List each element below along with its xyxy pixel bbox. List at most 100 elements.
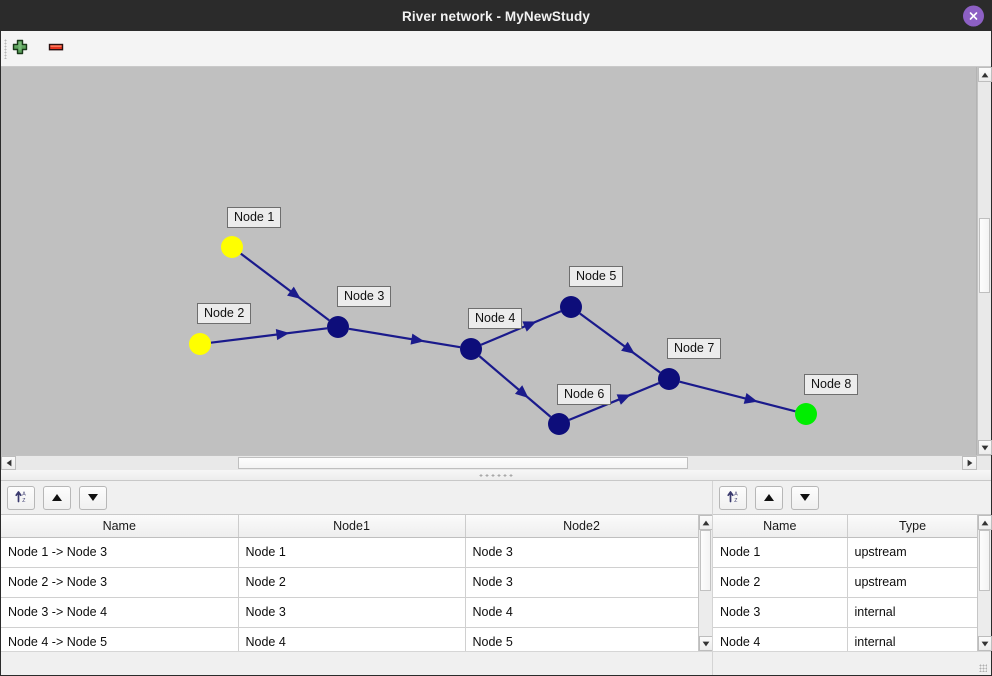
graph-node-label-node4[interactable]: Node 4 <box>468 308 523 329</box>
column-header-type[interactable]: Type <box>847 515 977 538</box>
column-header-name[interactable]: Name <box>1 515 239 538</box>
nodes-vscroll-thumb[interactable] <box>979 530 990 592</box>
cell-type[interactable]: upstream <box>847 567 977 598</box>
nodes-vscroll-track[interactable] <box>978 530 991 636</box>
graph-node-node3[interactable] <box>327 316 349 338</box>
splitter-grip-icon <box>478 473 514 477</box>
edge-Node3-to-Node4[interactable] <box>348 327 461 349</box>
edge-Node5-to-Node7[interactable] <box>579 312 661 374</box>
graph-node-node8[interactable] <box>795 403 817 425</box>
nodes-scroll-up-arrow-icon[interactable] <box>978 515 992 530</box>
cell-name[interactable]: Node 2 -> Node 3 <box>1 567 239 598</box>
graph-node-node7[interactable] <box>658 368 680 390</box>
graph-horizontal-scrollbar[interactable] <box>1 455 991 470</box>
column-header-node1[interactable]: Node1 <box>238 515 466 538</box>
cell-name[interactable]: Node 1 <box>713 537 848 568</box>
nodes-vertical-scrollbar[interactable] <box>977 515 992 651</box>
graph-node-label-node1[interactable]: Node 1 <box>227 207 282 228</box>
add-node-button[interactable] <box>9 38 31 60</box>
nodes-move-down-button[interactable] <box>791 485 819 510</box>
branches-vscroll-thumb[interactable] <box>700 530 711 592</box>
scroll-down-arrow-icon[interactable] <box>978 440 992 455</box>
cell-node2[interactable]: Node 5 <box>465 627 698 651</box>
branches-move-up-button[interactable] <box>43 485 71 510</box>
edge-Node7-to-Node8[interactable] <box>679 380 796 413</box>
scroll-left-arrow-icon[interactable] <box>1 456 16 470</box>
nodes-sort-button[interactable]: A Z <box>719 485 747 510</box>
cell-node2[interactable]: Node 3 <box>465 537 698 568</box>
cell-name[interactable]: Node 4 <box>713 627 848 651</box>
close-icon[interactable] <box>963 5 984 27</box>
branches-vertical-scrollbar[interactable] <box>698 515 713 651</box>
cell-type[interactable]: internal <box>847 597 977 628</box>
cell-name[interactable]: Node 4 -> Node 5 <box>1 627 239 651</box>
graph-node-label-node3[interactable]: Node 3 <box>337 286 392 307</box>
cell-name[interactable]: Node 2 <box>713 567 848 598</box>
graph-vscroll-thumb[interactable] <box>979 218 990 294</box>
graph-node-label-node5[interactable]: Node 5 <box>569 266 624 287</box>
graph-vertical-scrollbar[interactable] <box>977 67 992 455</box>
branches-vscroll-track[interactable] <box>699 530 712 636</box>
cell-node1[interactable]: Node 3 <box>238 597 466 628</box>
edge-Node6-to-Node7[interactable] <box>568 382 660 421</box>
branches-move-down-button[interactable] <box>79 485 107 510</box>
cell-node1[interactable]: Node 2 <box>238 567 466 598</box>
network-canvas[interactable]: Node 1 Node 2 Node 3 Node 4 Node 5 Node 6 Node… <box>1 67 977 455</box>
graph-node-node4[interactable] <box>460 338 482 360</box>
cell-node1[interactable]: Node 4 <box>238 627 466 651</box>
nodes-move-up-button[interactable] <box>755 485 783 510</box>
graph-node-node5[interactable] <box>560 296 582 318</box>
branches-scroll-down-arrow-icon[interactable] <box>699 636 713 651</box>
cell-type[interactable]: internal <box>847 627 977 651</box>
cell-node2[interactable]: Node 3 <box>465 567 698 598</box>
graph-node-label-node6[interactable]: Node 6 <box>557 384 612 405</box>
graph-node-node1[interactable] <box>221 236 243 258</box>
graph-node-label-node2[interactable]: Node 2 <box>197 303 252 324</box>
tables-area: A Z <box>1 481 992 675</box>
scroll-right-arrow-icon[interactable] <box>962 456 977 470</box>
triangle-up-icon <box>51 490 63 505</box>
graph-vscroll-track[interactable] <box>978 82 991 440</box>
graph-node-label-node7[interactable]: Node 7 <box>667 338 722 359</box>
graph-node-label-node8[interactable]: Node 8 <box>804 374 859 395</box>
scroll-up-arrow-icon[interactable] <box>978 67 992 82</box>
window-title: River network - MyNewStudy <box>402 8 590 24</box>
graph-hscroll-thumb[interactable] <box>238 457 688 469</box>
remove-node-button[interactable] <box>45 38 67 60</box>
edge-arrow-icon <box>410 333 425 345</box>
branches-sort-button[interactable]: A Z <box>7 485 35 510</box>
edge-arrow-icon <box>616 394 631 405</box>
pane-splitter[interactable] <box>1 470 991 481</box>
cell-node1[interactable]: Node 1 <box>238 537 466 568</box>
edge-Node2-to-Node3[interactable] <box>210 327 328 344</box>
nodes-scroll-down-arrow-icon[interactable] <box>978 636 992 651</box>
edge-Node4-to-Node6[interactable] <box>478 355 552 418</box>
column-header-name[interactable]: Name <box>713 515 848 538</box>
graph-node-node2[interactable] <box>189 333 211 355</box>
branches-panel: A Z <box>1 481 713 675</box>
graph-hscroll-track[interactable] <box>16 456 962 470</box>
triangle-up-icon <box>763 490 775 505</box>
column-header-node2[interactable]: Node2 <box>465 515 698 538</box>
cell-name[interactable]: Node 3 <box>713 597 848 628</box>
cell-node2[interactable]: Node 4 <box>465 597 698 628</box>
branches-scroll-up-arrow-icon[interactable] <box>699 515 713 530</box>
edge-Node1-to-Node3[interactable] <box>240 252 330 322</box>
cell-name[interactable]: Node 3 -> Node 4 <box>1 597 239 628</box>
cell-type[interactable]: upstream <box>847 537 977 568</box>
cell-name[interactable]: Node 1 -> Node 3 <box>1 537 239 568</box>
graph-node-node6[interactable] <box>548 413 570 435</box>
